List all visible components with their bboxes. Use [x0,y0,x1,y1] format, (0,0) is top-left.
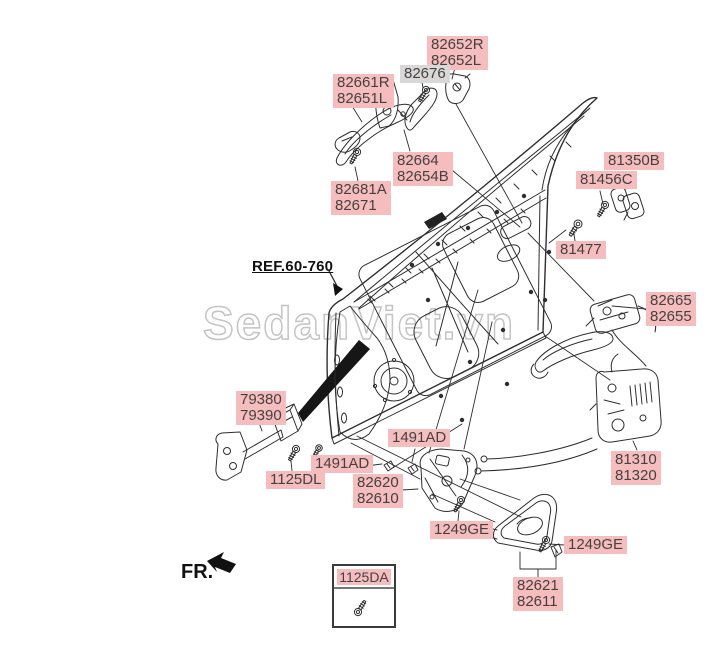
part-label-81310: 81310 81320 [611,451,661,485]
part-number-text: 1125DL [270,471,322,488]
door-hinge-drawing [610,186,646,220]
part-label-81350: 81350B [604,152,664,170]
part-number-text: 79380 [240,391,282,408]
latch-cables-drawing [475,438,597,474]
part-label-82665: 82665 82655 [646,292,696,326]
part-label-79380: 79380 79390 [236,391,286,425]
part-label-81456: 81456C [576,171,637,189]
watermark-text: SedanViet.vn [203,297,515,349]
part-number-text: 82676 [404,65,446,82]
legend-screw-icon [353,599,368,617]
part-label-82661: 82661R 82651L [333,74,394,108]
part-label-1249GE-left: 1249GE [430,521,494,539]
part-number-text: 82655 [650,308,692,325]
part-number-text: 1491AD [392,429,447,446]
part-number-text: 82661R [337,74,390,91]
part-number-text: 81477 [560,241,602,258]
speaker-drawing [373,358,414,401]
part-number-text: 82664 [397,152,439,169]
part-label-82664: 82664 82654B [393,152,453,186]
part-number-text: 1249GE [434,521,490,538]
screw-icon [595,200,610,218]
part-label-1491AD-lower: 1491AD [311,455,374,473]
panel-holes [409,193,552,423]
screw-icon [416,85,431,103]
screw-icon [286,444,301,462]
handle-cap-drawing [445,74,470,104]
part-number-text: 82681A [335,181,387,198]
part-number-text: 81456C [580,171,633,188]
part-label-81477: 81477 [556,241,606,259]
handle-end-cover-drawing [335,131,360,152]
part-number-text: 82621 [517,577,559,594]
part-label-82652: 82652R 82652L [427,36,488,70]
part-label-82676: 82676 [400,65,450,83]
clip-icon [408,464,418,474]
bolt-icon [567,218,584,237]
part-number-text: 82620 [357,474,399,491]
door-latch-drawing [590,354,661,442]
part-number-text: 79390 [240,407,282,424]
fr-arrow-icon [207,552,236,573]
legend-box-1125DA: 1125DA [332,564,396,628]
door-check-strap-drawing [216,404,302,480]
door-inner-panel-drawing [335,193,555,440]
part-label-82681: 82681A 82671 [331,181,391,215]
part-label-82620: 82620 82610 [353,474,403,508]
legend-divider [334,587,394,589]
part-label-1491AD-upper: 1491AD [388,429,451,447]
part-number-text: 82610 [357,490,399,507]
door-handle-cutout-drawing [486,214,542,264]
part-number-text: 82652R [431,36,484,53]
part-number-text: 82652L [431,52,482,69]
part-label-1249GE-right: 1249GE [564,536,628,554]
part-number-text: 81320 [615,467,657,484]
leader-lines [258,64,646,577]
part-number-text: 82654B [397,168,449,185]
part-number-text: 82665 [650,292,692,309]
part-number-text: 82611 [517,593,558,610]
part-number-text: 82651L [337,90,388,107]
cable-line [481,449,597,471]
cable-line [612,330,646,366]
clip-icon [551,544,562,557]
inner-handle-bezel-drawing [489,494,557,550]
inner-handle-drawing [420,449,477,511]
ref-arrow-icon [329,271,343,296]
legend-part-number: 1125DA [337,569,391,585]
ref-note: REF.60-760 [252,258,334,275]
part-number-text: 1249GE [568,536,624,553]
screw-icon [537,535,551,553]
fr-direction-label: FR. [181,561,214,583]
exterior-handle-drawing [336,104,413,165]
screw-icon [348,147,362,165]
part-number-text: 82671 [335,197,377,214]
part-number-text: 81310 [615,451,657,468]
part-label-1125DL: 1125DL [266,471,326,489]
part-number-text: 1491AD [315,455,370,472]
part-label-82621: 82621 82611 [513,577,563,611]
part-number-text: 81350B [608,152,660,169]
cable-line [487,438,592,459]
